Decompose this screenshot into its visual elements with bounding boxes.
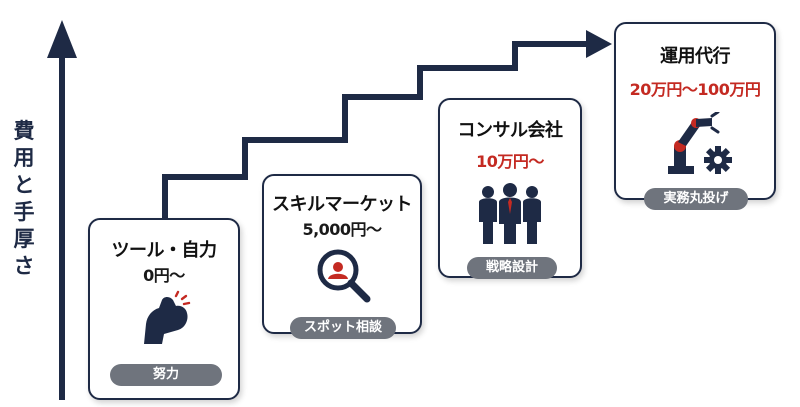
step-badge: スポット相談 — [290, 317, 396, 339]
flexed-arm-icon — [144, 290, 191, 344]
step-title: ツール・自力 — [111, 240, 218, 261]
business-team-icon — [479, 183, 541, 244]
step-price: 0円〜 — [143, 266, 185, 285]
step-card-skill-market: スキルマーケット 5,000円〜 スポット相談 — [262, 174, 422, 339]
vertical-axis-arrow — [47, 20, 77, 400]
step-price: 20万円〜100万円 — [629, 80, 761, 99]
step-card-tools: ツール・自力 0円〜 努力 — [88, 218, 240, 400]
step-card-consulting: コンサル会社 10万円〜 戦略設計 — [438, 98, 582, 279]
step-title: コンサル会社 — [457, 120, 564, 141]
step-badge: 努力 — [110, 364, 222, 386]
robot-arm-gear-icon — [668, 112, 732, 174]
step-title: 運用代行 — [660, 46, 731, 67]
search-person-icon — [317, 249, 371, 303]
step-badge: 実務丸投げ — [644, 188, 748, 210]
step-title: スキルマーケット — [272, 194, 413, 215]
staircase-line — [162, 41, 588, 222]
step-price: 5,000円〜 — [302, 220, 382, 239]
staircase-arrowhead — [586, 30, 612, 58]
step-card-outsourcing: 運用代行 20万円〜100万円 実務丸投げ — [614, 22, 776, 210]
axis-label: 費用と手厚さ — [13, 119, 35, 278]
step-badge: 戦略設計 — [467, 257, 557, 279]
step-price: 10万円〜 — [476, 152, 544, 171]
